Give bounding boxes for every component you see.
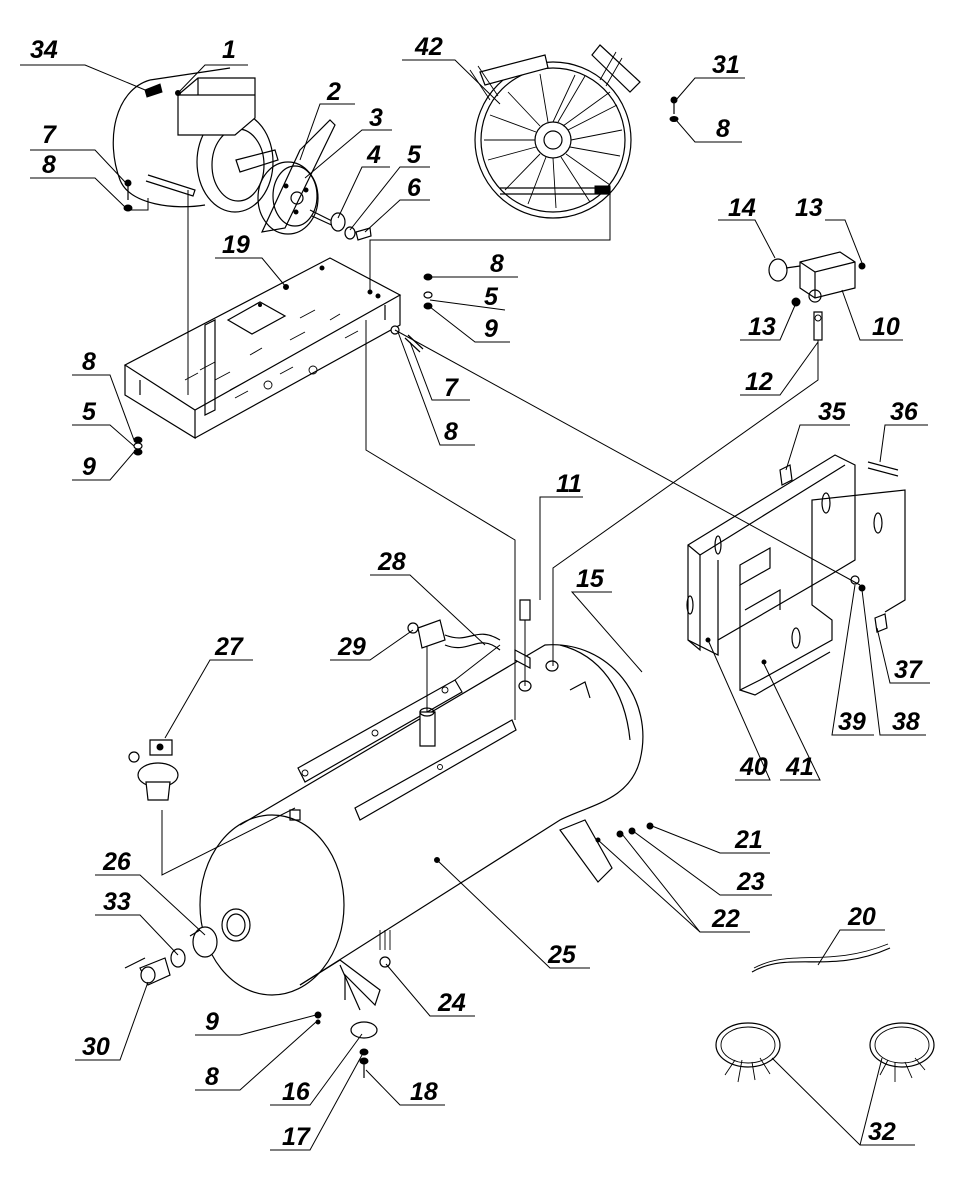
callout-4: 4: [366, 141, 381, 169]
callout-labels: 1 2 3 4 5 6 34 7 8 42 31 8 14 13 19 8 5 …: [30, 33, 923, 1151]
belt-guard: [686, 454, 906, 696]
callout-20: 20: [847, 903, 876, 931]
callout-19: 19: [222, 231, 250, 259]
callout-8-bracket: 8: [444, 418, 458, 446]
callout-25: 25: [547, 941, 577, 969]
callout-37: 37: [894, 656, 923, 684]
callout-34: 34: [30, 36, 58, 64]
callout-9-foot: 9: [205, 1008, 219, 1036]
callout-7-plate: 7: [444, 374, 459, 402]
ball-valve-fittings: [124, 926, 218, 986]
callout-42: 42: [414, 33, 443, 61]
callout-17: 17: [282, 1123, 311, 1151]
callout-2: 2: [326, 78, 341, 106]
callout-3: 3: [369, 104, 383, 132]
check-valve-hose: [407, 599, 531, 651]
filter-regulator: [128, 739, 179, 801]
callout-8-head: 8: [716, 115, 730, 143]
callout-11: 11: [556, 470, 582, 498]
callout-27: 27: [214, 633, 244, 661]
callout-36: 36: [890, 398, 919, 426]
callout-1: 1: [222, 36, 236, 64]
pulley-assembly: [257, 119, 372, 241]
callout-8-left: 8: [82, 348, 96, 376]
callout-40: 40: [739, 753, 768, 781]
callout-30: 30: [82, 1033, 110, 1061]
callout-21: 21: [734, 826, 763, 854]
callout-41: 41: [785, 753, 814, 781]
wire-and-cables: [715, 943, 935, 1083]
callout-24: 24: [437, 989, 466, 1017]
callout-16: 16: [282, 1078, 311, 1106]
callout-38: 38: [892, 708, 920, 736]
callout-6: 6: [407, 174, 422, 202]
callout-9-left: 9: [82, 453, 96, 481]
feet-and-drain: [314, 822, 654, 1078]
base-plate: [123, 257, 402, 440]
assembly-lines: [128, 190, 861, 876]
leader-lines: [20, 59, 930, 1151]
callout-35: 35: [818, 398, 847, 426]
callout-26: 26: [102, 848, 132, 876]
callout-29: 29: [337, 633, 366, 661]
callout-5-left: 5: [82, 398, 97, 426]
callout-28: 28: [377, 548, 406, 576]
callout-9-plate: 9: [484, 315, 498, 343]
callout-13-side: 13: [748, 313, 776, 341]
callout-8-foot: 8: [205, 1063, 219, 1091]
callout-22: 22: [711, 905, 740, 933]
compressor-head: [469, 44, 679, 219]
callout-12: 12: [745, 368, 773, 396]
callout-5-plate: 5: [484, 283, 499, 311]
callout-39: 39: [838, 708, 866, 736]
callout-14: 14: [728, 194, 756, 222]
electric-motor: [112, 67, 279, 213]
callout-15: 15: [576, 565, 605, 593]
callout-10: 10: [872, 313, 900, 341]
callout-8-plate: 8: [490, 250, 504, 278]
callout-33: 33: [103, 888, 131, 916]
air-tank: [199, 644, 644, 1011]
callout-7-motor: 7: [42, 121, 57, 149]
callout-18: 18: [410, 1078, 438, 1106]
callout-31: 31: [712, 51, 740, 79]
callout-8-motor: 8: [42, 151, 56, 179]
pressure-switch: [768, 251, 866, 341]
hardware-bolts: [123, 179, 433, 456]
callout-5-motor: 5: [407, 141, 422, 169]
callout-13-top: 13: [795, 194, 823, 222]
callout-32: 32: [868, 1118, 896, 1146]
mounting-rails: [297, 679, 517, 821]
callout-23: 23: [736, 868, 765, 896]
